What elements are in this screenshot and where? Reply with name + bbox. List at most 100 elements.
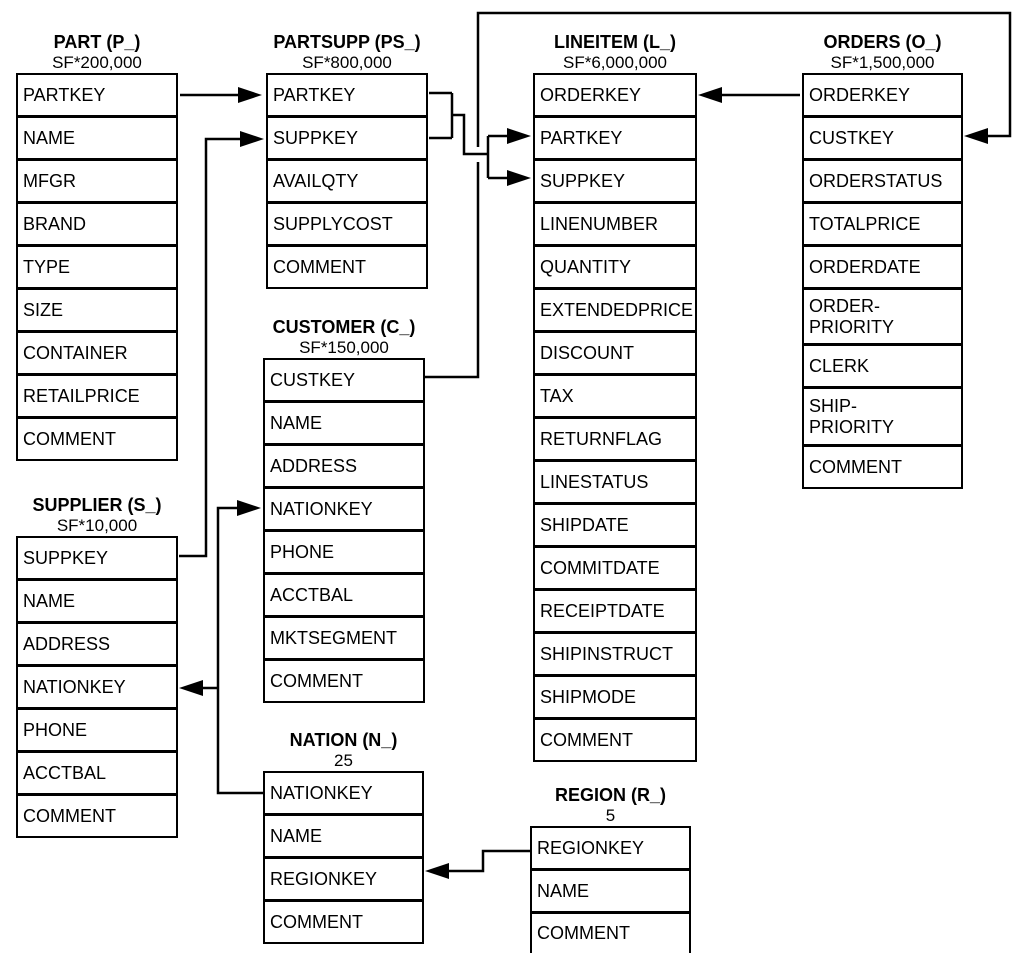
table-part-cardinality: SF*200,000 <box>52 53 142 72</box>
field-name: NAME <box>16 579 178 623</box>
field-nationkey: NATIONKEY <box>16 665 178 709</box>
table-lineitem: LINEITEM (L_) SF*6,000,000 ORDERKEY PART… <box>533 32 697 762</box>
table-orders-title: ORDERS (O_) <box>823 32 942 52</box>
field-comment: COMMENT <box>263 659 425 703</box>
table-lineitem-cardinality: SF*6,000,000 <box>563 53 667 72</box>
fk-line <box>429 91 490 178</box>
table-supplier-cardinality: SF*10,000 <box>56 516 138 535</box>
field-container: CONTAINER <box>16 331 178 375</box>
field-name: NAME <box>16 116 178 160</box>
arrowhead-left-icon <box>964 128 988 144</box>
field-size: SIZE <box>16 288 178 332</box>
field-nationkey: NATIONKEY <box>263 487 425 531</box>
field-comment: COMMENT <box>16 417 178 461</box>
fk-line <box>447 849 530 873</box>
table-region-header: REGION (R_) 5 <box>510 785 711 826</box>
arrowhead-right-icon <box>238 87 262 103</box>
table-customer-header: CUSTOMER (C_) SF*150,000 <box>243 317 445 358</box>
field-suppkey: SUPPKEY <box>533 159 697 203</box>
table-nation-title: NATION (N_) <box>289 730 398 750</box>
field-totalprice: TOTALPRICE <box>802 202 963 246</box>
field-type: TYPE <box>16 245 178 289</box>
table-lineitem-title: LINEITEM (L_) <box>554 32 676 52</box>
fk-region-regionkey-to-nation-regionkey <box>425 849 530 879</box>
field-brand: BRAND <box>16 202 178 246</box>
field-suppkey: SUPPKEY <box>266 116 428 160</box>
field-address: ADDRESS <box>16 622 178 666</box>
table-part: PART (P_) SF*200,000 PARTKEY NAME MFGR B… <box>16 32 178 461</box>
arrowhead-right-icon <box>507 128 531 144</box>
field-returnflag: RETURNFLAG <box>533 417 697 461</box>
field-comment: COMMENT <box>533 718 697 762</box>
field-name: NAME <box>530 869 691 913</box>
field-orderstatus: ORDERSTATUS <box>802 159 963 203</box>
field-linestatus: LINESTATUS <box>533 460 697 504</box>
field-name: NAME <box>263 814 424 858</box>
table-nation-cardinality: 25 <box>334 751 353 770</box>
field-receiptdate: RECEIPTDATE <box>533 589 697 633</box>
arrowhead-left-icon <box>179 680 203 696</box>
field-regionkey: REGIONKEY <box>530 826 691 870</box>
field-mktsegment: MKTSEGMENT <box>263 616 425 660</box>
field-address: ADDRESS <box>263 444 425 488</box>
field-comment: COMMENT <box>266 245 428 289</box>
field-mfgr: MFGR <box>16 159 178 203</box>
fk-orders-orderkey-to-lineitem-orderkey <box>698 87 800 103</box>
field-supplycost: SUPPLYCOST <box>266 202 428 246</box>
arrowhead-left-icon <box>698 87 722 103</box>
field-orderpriority: ORDER- PRIORITY <box>802 288 963 345</box>
table-supplier-title: SUPPLIER (S_) <box>32 495 162 515</box>
field-custkey: CUSTKEY <box>263 358 425 402</box>
field-nationkey: NATIONKEY <box>263 771 424 815</box>
field-partkey: PARTKEY <box>266 73 428 117</box>
field-shipmode: SHIPMODE <box>533 675 697 719</box>
table-partsupp-title: PARTSUPP (PS_) <box>273 32 421 52</box>
table-nation: NATION (N_) 25 NATIONKEY NAME REGIONKEY … <box>263 730 424 944</box>
arrowhead-left-icon <box>425 863 449 879</box>
field-orderdate: ORDERDATE <box>802 245 963 289</box>
table-region-cardinality: 5 <box>605 806 616 825</box>
table-lineitem-header: LINEITEM (L_) SF*6,000,000 <box>513 32 717 73</box>
field-phone: PHONE <box>263 530 425 574</box>
field-orderkey: ORDERKEY <box>533 73 697 117</box>
field-availqty: AVAILQTY <box>266 159 428 203</box>
fk-partsupp-to-lineitem-partkey-suppkey <box>429 91 531 186</box>
arrowhead-right-icon <box>240 131 264 147</box>
field-discount: DISCOUNT <box>533 331 697 375</box>
table-region-title: REGION (R_) <box>554 785 666 805</box>
table-customer-cardinality: SF*150,000 <box>299 338 389 357</box>
table-part-header: PART (P_) SF*200,000 <box>0 32 198 73</box>
table-nation-header: NATION (N_) 25 <box>243 730 444 771</box>
table-partsupp: PARTSUPP (PS_) SF*800,000 PARTKEY SUPPKE… <box>266 32 428 289</box>
field-comment: COMMENT <box>16 794 178 838</box>
arrowhead-right-icon <box>237 500 261 516</box>
fk-part-partkey-to-partsupp-partkey <box>180 87 262 103</box>
field-shippriority: SHIP- PRIORITY <box>802 387 963 446</box>
field-regionkey: REGIONKEY <box>263 857 424 901</box>
table-region: REGION (R_) 5 REGIONKEY NAME COMMENT <box>530 785 691 953</box>
field-shipdate: SHIPDATE <box>533 503 697 547</box>
field-linenumber: LINENUMBER <box>533 202 697 246</box>
field-quantity: QUANTITY <box>533 245 697 289</box>
field-partkey: PARTKEY <box>16 73 178 117</box>
table-partsupp-cardinality: SF*800,000 <box>302 53 392 72</box>
field-commitdate: COMMITDATE <box>533 546 697 590</box>
table-supplier-header: SUPPLIER (S_) SF*10,000 <box>0 495 198 536</box>
field-phone: PHONE <box>16 708 178 752</box>
table-customer-title: CUSTOMER (C_) <box>272 317 416 337</box>
field-extendedprice: EXTENDEDPRICE <box>533 288 697 332</box>
field-tax: TAX <box>533 374 697 418</box>
table-supplier: SUPPLIER (S_) SF*10,000 SUPPKEY NAME ADD… <box>16 495 178 838</box>
field-clerk: CLERK <box>802 344 963 388</box>
table-part-title: PART (P_) <box>53 32 141 52</box>
field-acctbal: ACCTBAL <box>263 573 425 617</box>
table-customer: CUSTOMER (C_) SF*150,000 CUSTKEY NAME AD… <box>263 317 425 703</box>
field-orderkey: ORDERKEY <box>802 73 963 117</box>
field-partkey: PARTKEY <box>533 116 697 160</box>
table-orders-cardinality: SF*1,500,000 <box>830 53 935 72</box>
field-retailprice: RETAILPRICE <box>16 374 178 418</box>
field-suppkey: SUPPKEY <box>16 536 178 580</box>
field-acctbal: ACCTBAL <box>16 751 178 795</box>
fk-line <box>179 137 242 558</box>
